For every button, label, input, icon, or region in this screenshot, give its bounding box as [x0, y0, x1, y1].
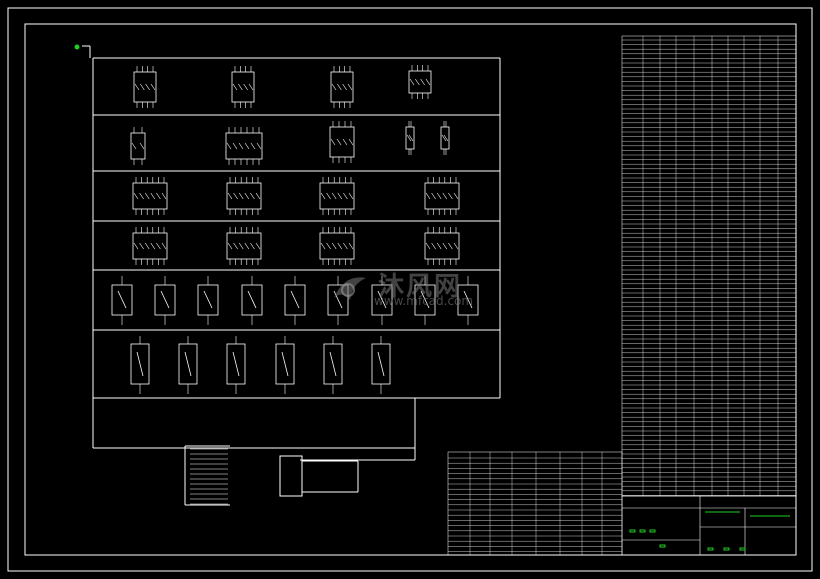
watermark-logo-icon: [334, 277, 366, 300]
revision-table: [447, 451, 623, 556]
title-block-marks: [629, 511, 790, 551]
parts-list-table: [621, 35, 797, 497]
watermark-site-name: 沐风网: [378, 272, 463, 302]
terminal-leads: [121, 65, 469, 505]
schematic-components: [111, 70, 479, 385]
schematic-diagram: [82, 45, 501, 506]
title-block: [621, 495, 797, 556]
supply-terminal: [74, 44, 80, 50]
watermark: 沐风网 www.mfcad.com: [330, 266, 500, 310]
watermark-url: www.mfcad.com: [374, 294, 474, 308]
revision-table-rows: [448, 452, 622, 555]
parts-table-rows: [622, 36, 796, 496]
